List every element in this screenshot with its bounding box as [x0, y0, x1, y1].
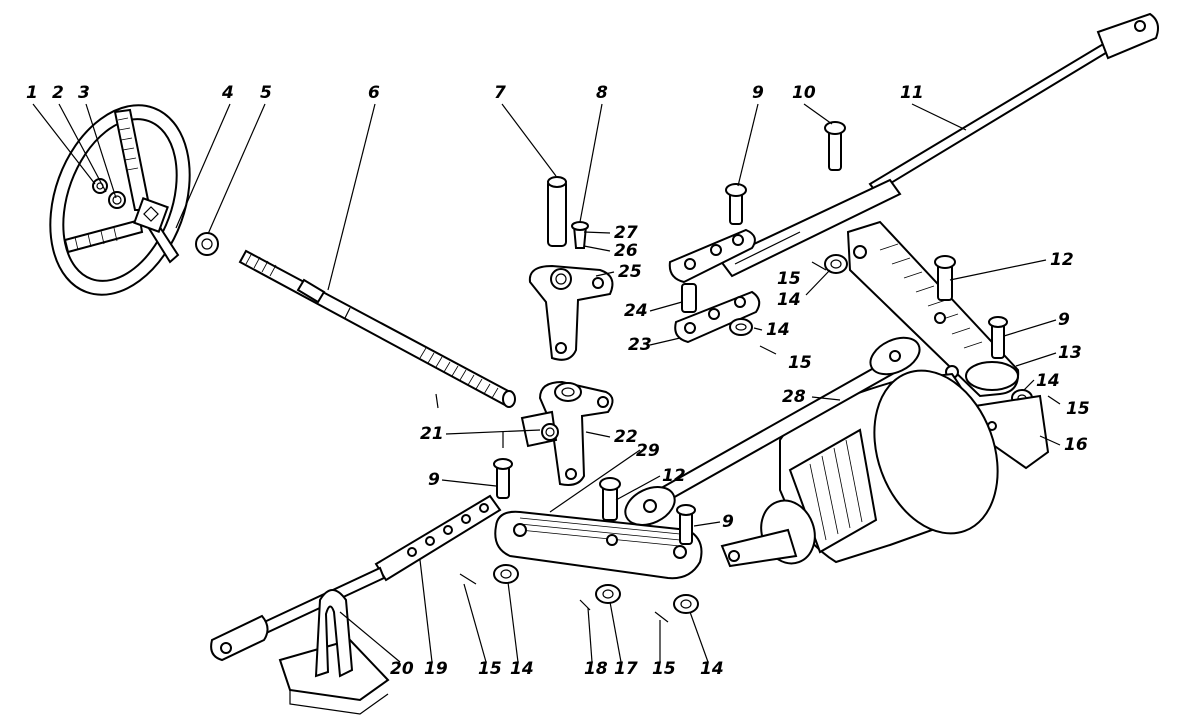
- callout-9-right: 9: [1058, 310, 1070, 330]
- bolt-9-right: [988, 316, 1008, 359]
- callout-24: 24: [624, 301, 648, 321]
- callout-22: 22: [614, 427, 638, 447]
- washer-17: [595, 584, 621, 604]
- callout-1: 1: [26, 83, 38, 103]
- long-rod-11: [868, 12, 1159, 194]
- steering-wheel: [49, 104, 191, 296]
- callout-14-right: 14: [1036, 371, 1060, 391]
- callout-11: 11: [900, 83, 924, 103]
- callout-2: 2: [52, 83, 64, 103]
- upper-linkage: [668, 178, 1020, 398]
- callout-12-lower: 12: [662, 466, 686, 486]
- callout-25: 25: [618, 262, 642, 282]
- upper-lever-25: [528, 264, 614, 361]
- callout-27: 27: [614, 223, 638, 243]
- callout-13: 13: [1058, 343, 1082, 363]
- callout-8: 8: [596, 83, 608, 103]
- callout-6: 6: [368, 83, 380, 103]
- bolt-9-upper: [725, 183, 747, 225]
- callout-14-lower-b: 14: [700, 659, 724, 679]
- callout-15-right: 15: [1066, 399, 1090, 419]
- screw-8: [571, 221, 589, 249]
- washer-5: [195, 232, 219, 256]
- callout-14-upper: 14: [777, 290, 801, 310]
- lower-lever-22: [520, 380, 614, 486]
- callout-7: 7: [494, 83, 506, 103]
- washer-14-upper-a: [824, 254, 848, 274]
- bolt-12-lower: [599, 477, 621, 521]
- bolt-9-lower-right: [676, 504, 696, 545]
- callout-15-lower-b: 15: [652, 659, 676, 679]
- callout-28: 28: [782, 387, 806, 407]
- callout-4: 4: [221, 83, 234, 103]
- lower-lever-29: [494, 510, 703, 580]
- callout-9-lower-right: 9: [722, 512, 734, 532]
- bolt-10: [824, 121, 846, 171]
- callout-26: 26: [614, 241, 638, 261]
- steering-shaft: [238, 249, 516, 408]
- callout-18: 18: [584, 659, 608, 679]
- link-rod-19: [210, 494, 502, 662]
- callout-15-mid: 15: [788, 353, 812, 373]
- callout-labels: 1 2 3 4 5 6 7 8 9 10 11 27 26 25 15 14 1…: [26, 83, 1090, 679]
- callout-19: 19: [424, 659, 448, 679]
- callout-23: 23: [628, 335, 652, 355]
- callout-14-lower-a: 14: [510, 659, 534, 679]
- callout-16: 16: [1064, 435, 1088, 455]
- callout-15-lower-a: 15: [478, 659, 502, 679]
- leader-lines: [32, 103, 1061, 663]
- bracket-20: [278, 589, 390, 715]
- callout-20: 20: [390, 659, 414, 679]
- cotter-pins: [435, 261, 1061, 623]
- callout-17: 17: [614, 659, 638, 679]
- callout-10: 10: [792, 83, 816, 103]
- callout-5: 5: [260, 83, 272, 103]
- callout-3: 3: [78, 83, 90, 103]
- washer-14-upper-b: [729, 318, 753, 336]
- callout-14-mid: 14: [766, 320, 790, 340]
- callout-15-upper: 15: [777, 269, 801, 289]
- washer-14-lower-a: [493, 564, 519, 584]
- pin-7: [547, 176, 567, 247]
- callout-21: 21: [420, 424, 444, 444]
- callout-12-upper: 12: [1050, 250, 1074, 270]
- callout-9-lower-left: 9: [428, 470, 440, 490]
- callout-29: 29: [636, 441, 660, 461]
- bolt-12-upper: [934, 255, 956, 301]
- washer-14-lower-b: [673, 594, 699, 614]
- bolt-9-lower-left: [493, 458, 513, 499]
- callout-9-top: 9: [752, 83, 764, 103]
- push-rod-28: [624, 336, 921, 526]
